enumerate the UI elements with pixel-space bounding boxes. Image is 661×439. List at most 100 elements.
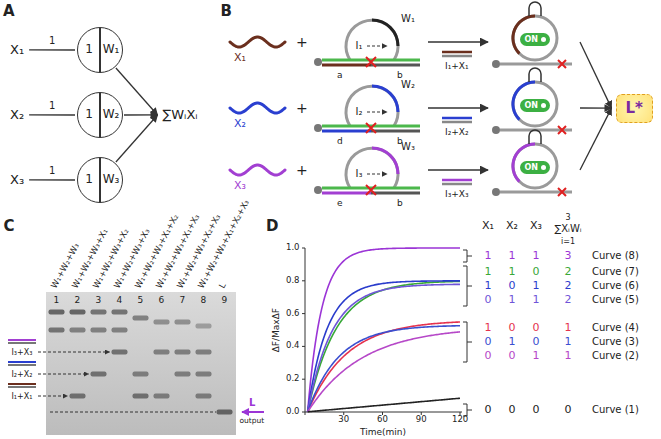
gel-band [91,328,107,333]
lane-number: 5 [138,295,144,305]
hairpin-top [529,2,541,16]
weight-label: 1 [49,100,55,112]
plus-sign: + [296,162,308,178]
fluorophore-dot [314,124,322,132]
table-cell: 0 [565,404,572,417]
inhibitor-arrow [367,111,387,112]
connector [124,114,158,115]
output-box: L* [616,94,653,123]
panel-letter: B [221,3,232,20]
kinetic-curve [308,326,460,412]
cleavage-mark [558,60,566,68]
neuron-text: 1 [78,173,100,187]
neuron-circle: 1W₃ [77,157,123,203]
connector [29,114,75,115]
node-text: X₂ [10,107,24,122]
neuron-text: 1 [78,43,100,57]
tick-label: 0.4 [286,341,300,351]
kinetic-curve [308,248,460,412]
panel-letter: C [4,218,15,235]
product-loop [513,82,557,126]
stem-strand [371,130,420,133]
kinetic-curve [308,281,460,412]
hairpin-loop [346,86,398,126]
lane-number: 2 [75,295,81,305]
axis-title: Time(min) [360,427,406,437]
fluorophore-dot [314,186,322,194]
gel-band [91,372,107,377]
gel-band [112,310,128,315]
neuron-text: W₁ [100,43,122,57]
lane-number: 9 [222,295,228,305]
indicator-dot [541,165,546,170]
neuron-circle: 1W₂ [77,92,123,138]
neuron-text: 1 [78,108,100,122]
strand-name: W₃ [401,141,415,153]
node-text: L* [626,99,643,117]
axis-line [305,248,462,412]
tick-mark [302,346,305,347]
tick-mark [302,248,305,249]
kinetic-curve [308,284,460,412]
merge-arrow [580,108,612,170]
strand-name: W₁ [401,13,415,25]
lane-number: 1 [54,295,60,305]
axis-title: ΔF/MaxΔF [271,308,281,352]
curve-name: Curve (4) [592,322,639,334]
plus-sign: + [296,100,308,116]
tick-mark [302,280,305,281]
panel-letter: A [3,3,15,20]
column-header: X₂ [506,220,518,233]
weight-strand [372,20,398,46]
table-cell: 1 [533,294,540,307]
strand-name: X₁ [234,52,246,65]
released-duplex [442,179,472,182]
leader-line [50,412,216,413]
table-cell: 1 [485,266,492,279]
duplex-name: I₁+X₁ [445,61,469,71]
sum-output: ∑WᵢXᵢ [161,107,200,124]
node-text: X₁ [10,42,24,57]
table-cell: 2 [565,266,572,279]
gel-band [175,320,191,325]
gel-band [133,316,149,321]
gel-band [112,350,128,355]
table-cell: 1 [509,294,516,307]
neuron-text: W₂ [100,108,122,122]
tick-mark [302,379,305,380]
group-bracket [463,250,472,262]
band-label: I₃+X₃ [12,348,33,357]
leader-line [38,352,110,353]
tick-mark [305,412,306,415]
band-label: I₁+X₁ [12,392,33,401]
switch-indicator: ON [520,161,551,174]
table-cell: 1 [485,322,492,335]
connector [29,179,75,180]
table-cell: 1 [509,266,516,279]
tick-label: 0.6 [286,309,300,319]
gel-band [175,350,191,355]
table-cell: 0 [509,404,516,417]
gel-band [70,310,86,315]
released-duplex [442,183,472,186]
column-header: X₃ [530,220,542,233]
curve-name: Curve (8) [592,250,639,262]
table-cell: 0 [533,336,540,349]
group-bracket [463,322,472,362]
table-cell: 0 [509,322,516,335]
product-loop [513,144,557,188]
table-cell: 1 [533,250,540,263]
target-strand [230,37,285,47]
hairpin-top [529,68,541,82]
gel-band [49,310,65,315]
node-text: ON [525,35,539,44]
kinetic-curve [308,322,460,412]
weight-label: 1 [49,165,55,177]
curve-name: Curve (6) [592,280,639,292]
merge-arrow [580,107,612,108]
table-cell: 0 [533,322,540,335]
blocked-mark [366,185,376,195]
switch-indicator: ON [520,33,551,46]
duplex-name: I₂+X₂ [445,127,469,137]
released-duplex [442,55,472,58]
